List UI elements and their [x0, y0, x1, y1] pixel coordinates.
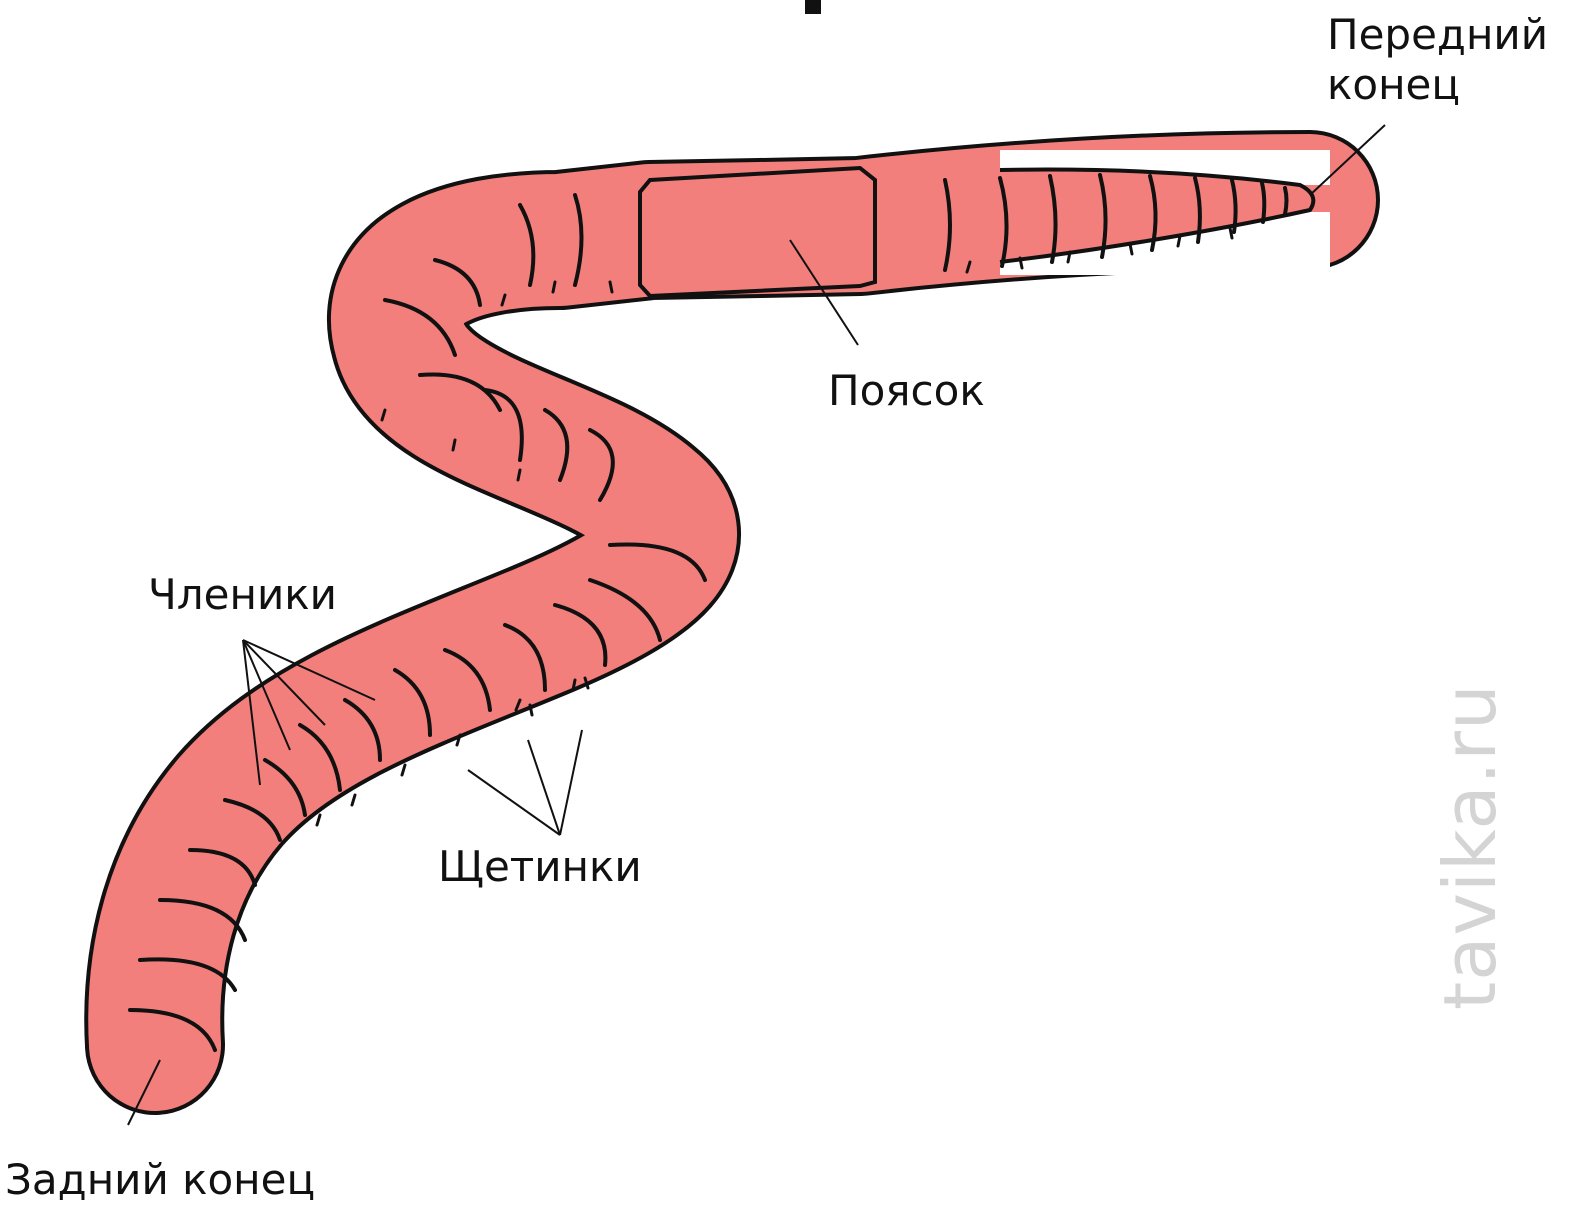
worm-body-outline [154, 200, 1310, 1045]
label-setae: Щетинки [438, 842, 642, 892]
leader-setae-1 [468, 770, 560, 835]
leader-setae-3 [560, 730, 582, 835]
label-clitellum: Поясок [828, 366, 985, 416]
label-segments: Членики [148, 570, 337, 620]
leader-setae-2 [528, 740, 560, 835]
label-anterior-end-line1: Передний [1327, 10, 1548, 60]
clitellum-band [640, 168, 875, 296]
label-anterior-end-line2: конец [1327, 60, 1460, 110]
watermark-text: tavika.ru [1430, 750, 1510, 1010]
label-posterior-end: Задний конец [5, 1155, 315, 1205]
title-fragment [805, 0, 821, 14]
